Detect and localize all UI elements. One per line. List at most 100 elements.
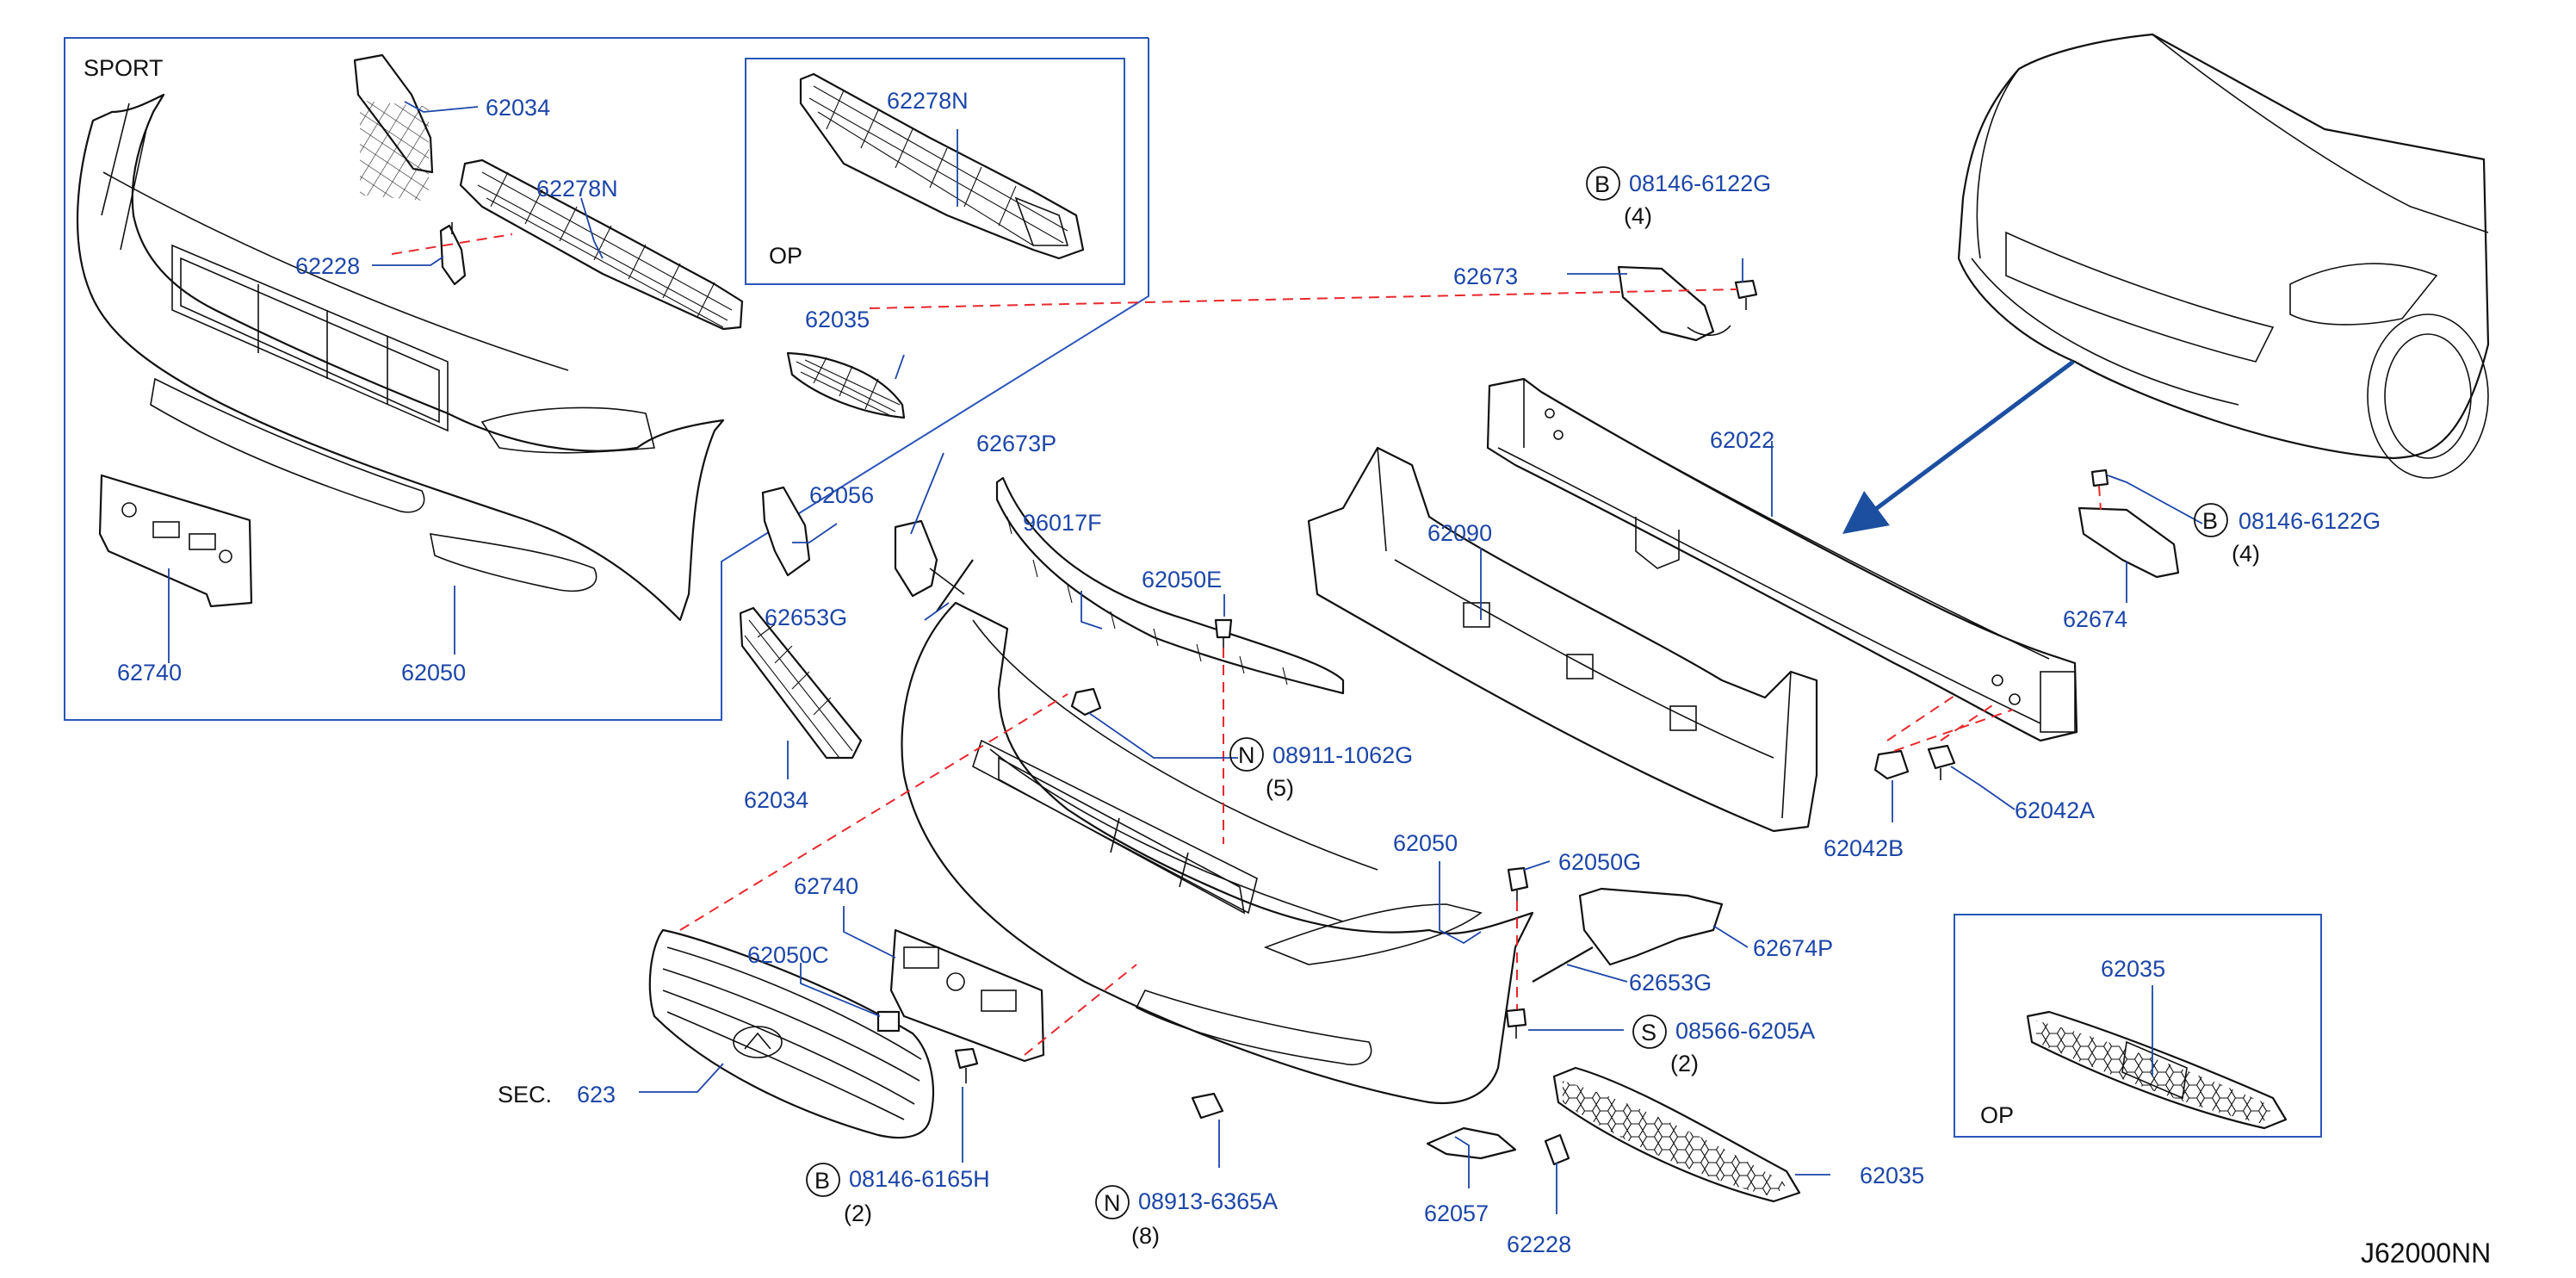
- vehicle-silhouette: [1957, 33, 2490, 479]
- label-08146-6122g-1: 08146-6122G: [1629, 171, 1771, 196]
- label-62278n-op: 62278N: [887, 88, 969, 114]
- circle-s-1: [1632, 1014, 1667, 1049]
- part-62034-main: [739, 606, 863, 760]
- circle-letter-n-2: N: [1104, 1190, 1121, 1216]
- part-62042a-bolt: [1927, 744, 1956, 780]
- part-62740-main: [889, 928, 1045, 1063]
- label-62050-sport: 62050: [401, 660, 466, 686]
- view-arrow: [1842, 359, 2075, 534]
- part-62035-op: [2026, 1010, 2288, 1130]
- label-08566-6205a: 08566-6205A: [1675, 1018, 1815, 1044]
- part-62673-bracket: [1617, 265, 1731, 342]
- label-62090: 62090: [1427, 520, 1492, 546]
- op-inset-frame-top: [745, 58, 1125, 285]
- circle-letter-b-2: B: [2202, 508, 2218, 534]
- main-bumper-fascia: [901, 601, 1534, 1104]
- label-op-right: OP: [1980, 1102, 2014, 1128]
- label-62674: 62674: [2063, 606, 2127, 632]
- part-62035-main: [1552, 1066, 1801, 1203]
- part-08146-6122g-bolt-2: [2090, 468, 2109, 487]
- label-62653g-lower: 62653G: [1629, 970, 1712, 996]
- label-96017f: 96017F: [1023, 510, 1102, 536]
- part-62042b-nut: [1873, 749, 1910, 780]
- part-62050e-clip: [1214, 618, 1233, 648]
- circle-letter-b-1: B: [1595, 171, 1610, 197]
- circle-b-1: [1586, 166, 1620, 201]
- part-62035-sport: [786, 351, 906, 419]
- part-62056: [761, 486, 811, 577]
- front-grille-sec623: [648, 928, 935, 1138]
- part-08566-6205a-screw: [1505, 1008, 1527, 1039]
- label-62056: 62056: [809, 482, 874, 508]
- label-62674p: 62674P: [1753, 935, 1833, 961]
- qty-08146-6165h: (2): [844, 1200, 872, 1226]
- qty-08566-6205a: (2): [1670, 1051, 1699, 1076]
- circle-b-3: [806, 1163, 840, 1197]
- label-62057: 62057: [1424, 1200, 1489, 1226]
- circle-n-2: [1095, 1185, 1130, 1219]
- label-62035-main: 62035: [1860, 1163, 1924, 1188]
- diagram-id: J62000NN: [2361, 1238, 2491, 1269]
- part-62673p: [894, 519, 965, 598]
- label-sport: SPORT: [84, 55, 164, 81]
- label-62740-main: 62740: [794, 873, 858, 899]
- leader-lines: [168, 101, 2203, 1214]
- label-62740-sport: 62740: [117, 660, 182, 686]
- label-62050-main: 62050: [1393, 830, 1458, 856]
- label-62673p: 62673P: [976, 431, 1056, 456]
- part-08146-6122g-bolt-1: [1734, 279, 1758, 310]
- part-62050c-clip: [876, 1010, 901, 1033]
- label-62228-main: 62228: [1507, 1231, 1571, 1257]
- label-sec-623: 623: [577, 1082, 616, 1107]
- part-08911-1062g-nut: [1070, 687, 1102, 717]
- label-62673: 62673: [1453, 264, 1518, 289]
- part-62228-sport: [439, 222, 467, 286]
- label-62042a: 62042A: [2015, 797, 2095, 823]
- label-08913-6365a: 08913-6365A: [1138, 1188, 1278, 1214]
- label-62022: 62022: [1710, 427, 1774, 453]
- part-08146-6165h-bolt: [954, 1047, 979, 1083]
- part-96017f-molding: [995, 476, 1345, 695]
- label-62034-sport: 62034: [486, 95, 550, 121]
- part-62057: [1426, 1126, 1517, 1160]
- part-62674p-bracket: [1578, 887, 1724, 966]
- label-62278n-sport: 62278N: [536, 176, 618, 202]
- op-inset-frame-right: [1954, 914, 2322, 1138]
- part-62228-main: [1544, 1133, 1570, 1166]
- circle-letter-b-3: B: [814, 1168, 830, 1194]
- label-62035-sport: 62035: [805, 307, 870, 332]
- sport-bumper-fascia: [76, 93, 725, 622]
- part-62034-sport: [353, 53, 434, 202]
- circle-letter-s-1: S: [1641, 1020, 1656, 1045]
- label-62050e: 62050E: [1142, 567, 1222, 592]
- part-62050g-clip: [1507, 866, 1529, 901]
- part-62740-sport: [98, 474, 253, 608]
- label-op-top: OP: [769, 243, 802, 269]
- label-62653g-upper: 62653G: [765, 605, 847, 630]
- part-62278n-sport: [459, 158, 744, 331]
- label-sec-prefix: SEC.: [498, 1082, 552, 1107]
- assembly-lines: [391, 233, 2102, 1056]
- label-62050g: 62050G: [1558, 849, 1641, 875]
- part-62278n-op: [799, 72, 1085, 260]
- label-08146-6165h: 08146-6165H: [849, 1166, 990, 1192]
- label-62050c: 62050C: [747, 942, 829, 968]
- label-62228-sport: 62228: [295, 253, 360, 279]
- qty-08913-6365a: (8): [1131, 1223, 1160, 1249]
- part-62674-bracket: [2078, 506, 2180, 579]
- circle-b-2: [2194, 503, 2228, 537]
- circle-letter-n-1: N: [1238, 742, 1255, 768]
- circle-n-1: [1229, 737, 1264, 772]
- qty-08911-1062g: (5): [1266, 775, 1294, 801]
- part-62653g-upper: [936, 559, 974, 612]
- part-62090-absorber: [1307, 446, 1818, 833]
- label-62034-main: 62034: [744, 787, 808, 813]
- part-08913-6365a-nut: [1191, 1092, 1224, 1120]
- sport-variant-frame: [64, 37, 1149, 721]
- label-08146-6122g-2: 08146-6122G: [2239, 508, 2381, 534]
- label-62035-op: 62035: [2101, 956, 2165, 982]
- labels: SPORT OP OP 62034 62278N 62278N 62228 62…: [84, 55, 2491, 1269]
- qty-08146-6122g-2: (4): [2232, 541, 2260, 567]
- part-62653g-lower: [1532, 946, 1594, 983]
